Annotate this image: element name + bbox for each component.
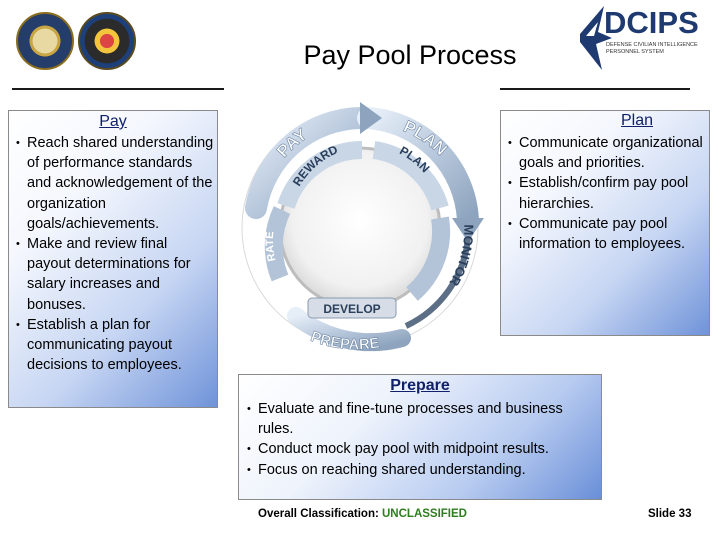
prepare-bullet-list: Evaluate and fine-tune processes and bus…	[245, 399, 601, 480]
plan-bullet: Communicate pay pool information to empl…	[506, 214, 708, 254]
outer-arrow-segment	[245, 107, 371, 219]
arrow-head-icon	[452, 218, 484, 242]
title-rule-right	[500, 88, 690, 90]
dcips-logo-icon	[580, 6, 612, 70]
inner-arrow-segment	[277, 141, 363, 209]
cycle-label-monitor: MONITOR	[446, 224, 476, 289]
arrow-head-icon	[360, 102, 382, 134]
pay-heading: Pay	[99, 113, 127, 130]
outer-arrow-segment	[357, 107, 479, 231]
slide-title: Pay Pool Process	[303, 40, 517, 70]
intelligence-seal	[78, 12, 136, 70]
dcips-logo-subtitle: Defense Civilian Intelligence Personnel …	[606, 42, 698, 55]
classification-value: UNCLASSIFIED	[382, 508, 467, 520]
prepare-box: Prepare Evaluate and fine-tune processes…	[238, 374, 602, 500]
pay-bullet-list: Reach shared understanding of performanc…	[14, 133, 214, 375]
pay-bullet: Reach shared understanding of performanc…	[14, 133, 214, 234]
pay-pool-cycle-diagram: PAY PLAN MONITOR PREPARE REWARD PLAN RAT…	[241, 102, 484, 354]
inner-arrow-segment	[405, 216, 451, 301]
plan-bullet: Establish/confirm pay pool hierarchies.	[506, 173, 708, 213]
classification-label: Overall Classification:	[258, 508, 379, 520]
pay-bullet: Make and review final payout determinati…	[14, 234, 214, 315]
plan-box: Plan Communicate organizational goals an…	[500, 110, 710, 336]
title-rule-left	[12, 88, 224, 90]
pay-bullet: Establish a plan for communicating payou…	[14, 315, 214, 376]
cycle-label-develop: DEVELOP	[323, 302, 380, 316]
plan-heading: Plan	[621, 112, 654, 129]
inner-arrow-segment	[372, 141, 449, 211]
prepare-heading: Prepare	[390, 377, 450, 394]
slide-number: Slide 33	[648, 508, 692, 520]
svg-text:MONITOR: MONITOR	[446, 224, 476, 289]
dcips-logo-text: DCIPS	[604, 5, 699, 40]
classification-footer: Overall Classification: UNCLASSIFIED	[258, 508, 467, 520]
outer-arrow-segment	[287, 307, 411, 352]
inner-arrow-segment	[264, 206, 291, 282]
department-of-army-seal	[16, 12, 74, 70]
plan-bullet: Communicate organizational goals and pri…	[506, 133, 708, 173]
prepare-bullet: Evaluate and fine-tune processes and bus…	[245, 399, 601, 439]
pay-box: Pay Reach shared understanding of perfor…	[8, 110, 218, 408]
prepare-bullet: Focus on reaching shared understanding.	[245, 460, 601, 480]
plan-bullet-list: Communicate organizational goals and pri…	[506, 133, 708, 254]
prepare-bullet: Conduct mock pay pool with midpoint resu…	[245, 439, 601, 459]
develop-banner	[307, 297, 397, 319]
outer-arrow-segment	[404, 237, 471, 329]
